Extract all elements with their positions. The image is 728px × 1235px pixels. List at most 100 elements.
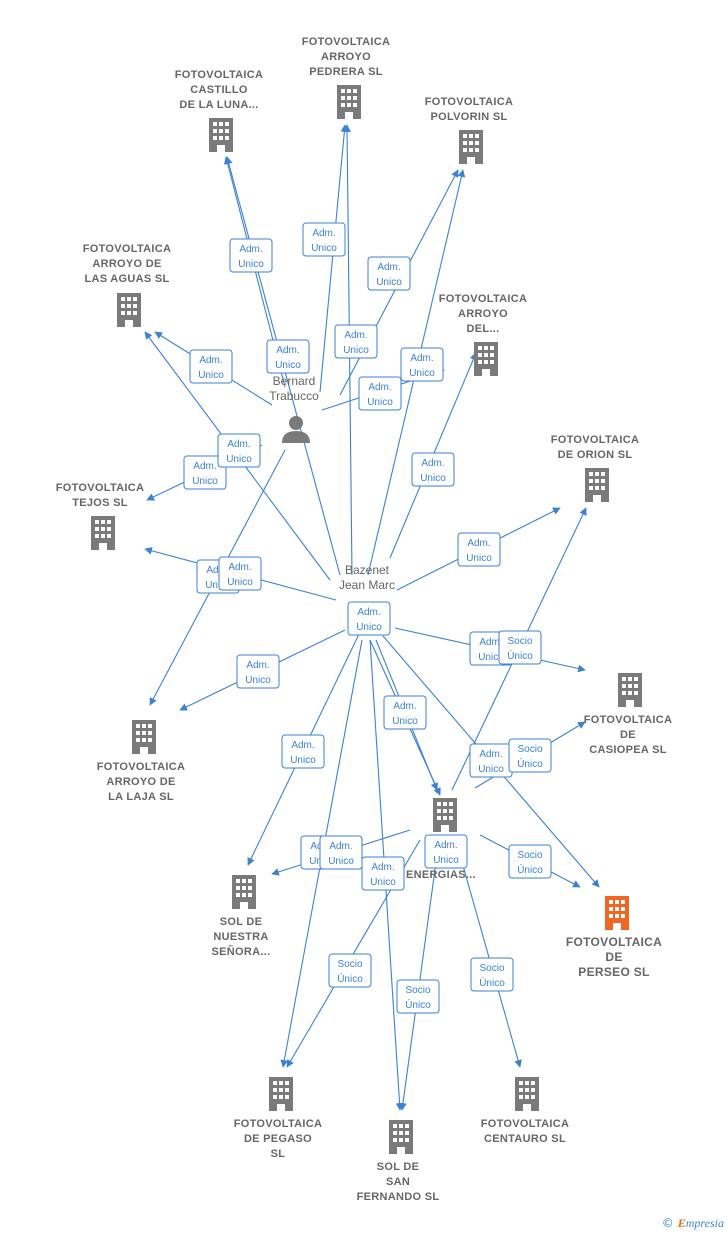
relation-label-box	[470, 957, 514, 992]
relation-label-text: Adm.	[377, 262, 400, 273]
relation-label-text: Unico	[343, 345, 369, 356]
relation-label-text: Adm.	[276, 345, 299, 356]
relation-label-box	[498, 630, 542, 665]
relation-label[interactable]: Adm. Unico	[266, 339, 310, 374]
empresia-brand[interactable]: ©Empresia	[662, 1216, 724, 1231]
copyright-icon: ©	[661, 1216, 674, 1230]
node-label-line: FOTOVOLTAICA	[566, 935, 662, 949]
relation-label[interactable]: Adm.Unico	[400, 347, 444, 382]
relation-label[interactable]: Adm.Unico	[189, 349, 233, 384]
node-label-line: ARROYO DE	[106, 776, 175, 788]
node-label-line: FOTOVOLTAICA	[234, 1118, 323, 1130]
relation-label-text: Adm.	[312, 228, 335, 239]
building-icon	[117, 293, 141, 327]
relation-label[interactable]: Adm.Unico	[183, 455, 227, 490]
relation-label[interactable]: Adm.Unico	[347, 601, 391, 636]
relation-label[interactable]: Adm.Unico	[457, 532, 501, 567]
relation-label-text: Adm.	[344, 330, 367, 341]
building-icon	[459, 130, 483, 164]
relation-label[interactable]: Adm.Unico	[281, 734, 325, 769]
relation-label-text: Único	[337, 972, 363, 985]
relation-label-text: Adm.	[228, 562, 251, 573]
relation-label-text: Adm.	[246, 660, 269, 671]
node-label-line: CASTILLO	[190, 84, 248, 96]
node-label-line: SOL DE	[220, 916, 263, 928]
relation-label-text: Único	[517, 757, 543, 770]
relation-label[interactable]: Adm.Unico	[358, 376, 402, 411]
relation-label[interactable]: Adm.Unico	[411, 452, 455, 487]
node-label-line: FOTOVOLTAICA	[551, 434, 640, 446]
relation-label[interactable]: Adm.Unico	[424, 834, 468, 869]
building-icon	[209, 118, 233, 152]
relation-label-box	[328, 953, 372, 988]
relation-label[interactable]: Adm.Unico	[302, 222, 346, 257]
relation-label-text: Socio	[405, 985, 430, 996]
node-label-line: ARROYO	[458, 308, 508, 320]
relation-label-box	[266, 339, 310, 374]
relation-label-box	[236, 654, 280, 689]
relation-label[interactable]: Adm. Unico	[218, 556, 262, 591]
node-orion[interactable]: FOTOVOLTAICA DE ORION SL	[551, 434, 640, 502]
relation-label-text: Adm.	[206, 565, 229, 576]
relation-label-box	[508, 738, 552, 773]
relation-label-box	[183, 455, 227, 490]
node-label-line: DE	[620, 729, 636, 741]
relation-label[interactable]: Adm.Unico	[229, 238, 273, 273]
node-senora[interactable]: SOL DENUESTRASEÑORA...	[212, 875, 271, 958]
node-label-line: Jean Marc	[339, 578, 395, 592]
relation-label-text: Unico	[227, 577, 253, 588]
relation-label-text: Unico	[245, 675, 271, 686]
relation-label-box	[361, 856, 405, 891]
relation-label[interactable]: Adm. Unico	[334, 324, 378, 359]
relation-label-box	[189, 349, 233, 384]
relation-label-text: Unico	[198, 370, 224, 381]
relation-label-text: Unico	[392, 716, 418, 727]
node-label-line: CENTAURO SL	[484, 1133, 566, 1145]
relation-label-box	[217, 433, 261, 468]
node-label-line: FOTOVOLTAICA	[175, 69, 264, 81]
relation-label-text: Socio	[479, 963, 504, 974]
relation-label[interactable]: Adm.Unico	[469, 743, 513, 778]
relation-label[interactable]: Adm.Unico	[367, 256, 411, 291]
relation-label[interactable]: Adm.Unico	[319, 835, 363, 870]
relation-label[interactable]: Adm.Unico	[383, 695, 427, 730]
relation-label-text: Adm.	[479, 749, 502, 760]
relation-label[interactable]: Adm.Unico	[361, 856, 405, 891]
node-label-line: PEDRERA SL	[309, 66, 383, 78]
relation-label-text: Unico	[466, 553, 492, 564]
node-label-line: PERSEO SL	[578, 965, 649, 979]
node-label-line: Trabucco	[269, 389, 319, 403]
edge-bernard-pedrera	[319, 124, 349, 393]
relation-label[interactable]: Adm.Unico	[217, 433, 261, 468]
relation-label[interactable]: Adm. Unico	[236, 654, 280, 689]
node-label-line: DEL...	[467, 323, 500, 335]
relation-label-text: Unico	[275, 360, 301, 371]
node-del[interactable]: FOTOVOLTAICAARROYODEL...	[439, 293, 528, 376]
node-label-line: LAS AGUAS SL	[84, 273, 169, 285]
node-label-line: FOTOVOLTAICA	[584, 714, 673, 726]
relation-label-box	[424, 834, 468, 869]
node-label-line: DE ORION SL	[558, 449, 633, 461]
building-icon	[337, 85, 361, 119]
node-label-line: SAN	[386, 1176, 410, 1188]
building-icon	[474, 342, 498, 376]
